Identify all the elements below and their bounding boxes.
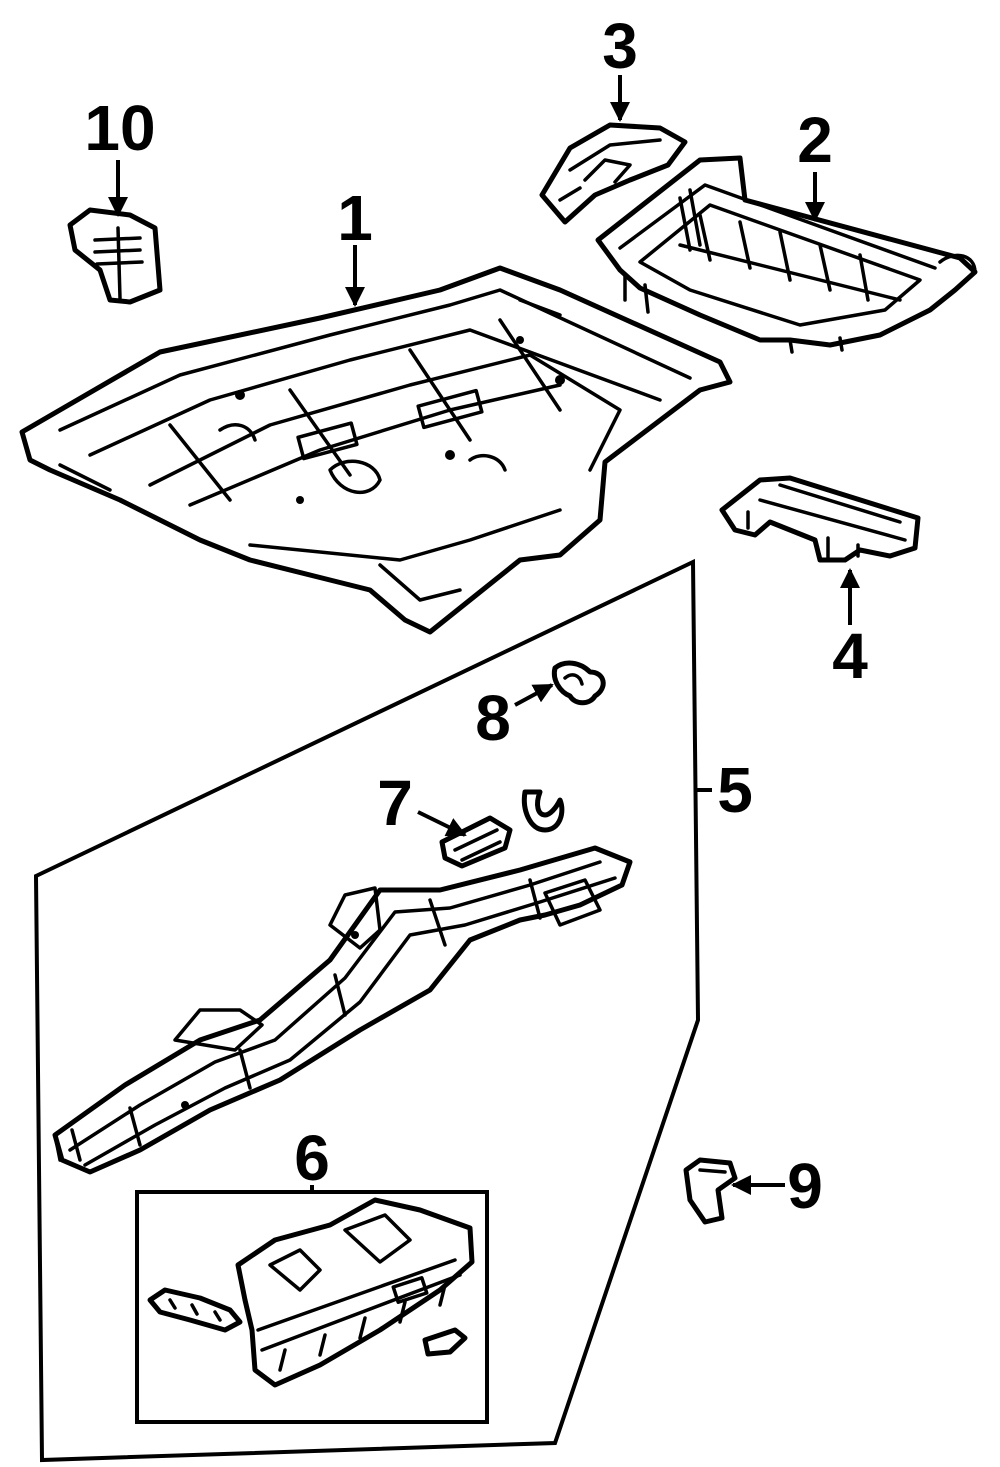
callout-2: 2 [797,104,833,176]
arrow-7 [417,810,467,837]
part-2-rear-floor-pan [595,155,978,354]
part-8-clip [551,660,606,706]
callout-3: 3 [602,10,638,82]
arrow-8 [514,683,554,707]
callout-9: 9 [787,1150,823,1222]
part-4-crossmember [719,475,921,563]
part-7-bracket [439,789,565,869]
callout-6: 6 [294,1122,330,1194]
part-5-group-frame [33,558,701,1463]
part-3-bracket [539,122,688,225]
part-5-frame-rail [52,845,633,1175]
callout-8: 8 [475,682,511,754]
callout-1: 1 [337,182,373,254]
callout-7: 7 [377,767,413,839]
part-1-floor-pan [19,265,733,635]
part-6-rail-section [147,1197,475,1388]
callout-4: 4 [832,620,868,692]
callout-5: 5 [717,754,753,826]
part-10-bracket [67,207,163,305]
callout-10: 10 [84,92,155,164]
part-9-bracket [683,1157,738,1225]
